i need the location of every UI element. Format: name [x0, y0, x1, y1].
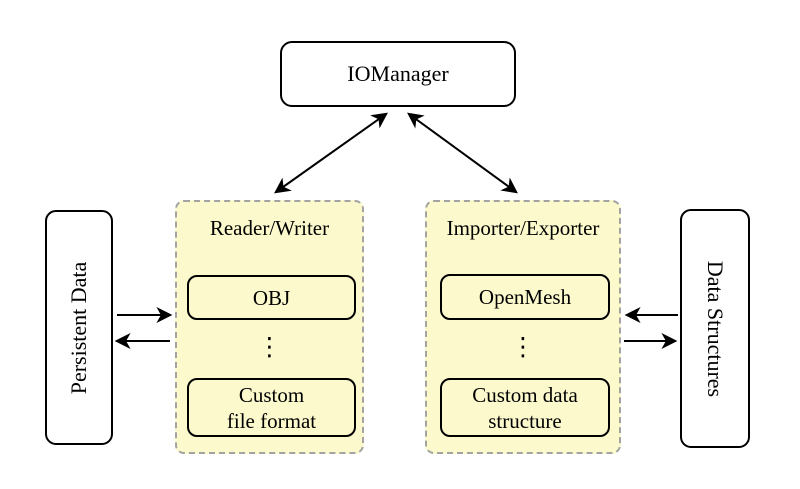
node-data-structures: Data Structures — [680, 209, 750, 448]
container-importer-exporter: Importer/Exporter OpenMesh ⋮ Custom data… — [425, 200, 621, 454]
vertical-ellipsis-icon: ⋮ — [257, 332, 282, 361]
node-persistent-data: Persistent Data — [45, 210, 113, 445]
node-persistent-data-label: Persistent Data — [66, 261, 91, 394]
node-obj: OBJ — [187, 275, 356, 320]
node-openmesh-label: OpenMesh — [478, 285, 572, 309]
node-iomanager-label: IOManager — [347, 61, 449, 86]
container-reader-writer: Reader/Writer OBJ ⋮ Custom file format — [175, 200, 364, 454]
node-custom-file-format: Custom file format — [187, 378, 356, 437]
node-custom-data-structure-label: Custom data structure — [472, 382, 578, 433]
node-data-structures-label: Data Structures — [703, 260, 728, 397]
arrow-iomanager-importer-exporter — [407, 112, 518, 194]
node-obj-label: OBJ — [252, 285, 291, 310]
node-iomanager: IOManager — [280, 41, 516, 107]
node-custom-file-format-label: Custom file format — [226, 382, 317, 433]
container-reader-writer-title: Reader/Writer — [209, 216, 330, 240]
arrow-iomanager-reader-writer — [274, 112, 388, 194]
node-openmesh: OpenMesh — [440, 274, 610, 320]
container-importer-exporter-title: Importer/Exporter — [446, 216, 600, 240]
vertical-ellipsis-icon: ⋮ — [510, 332, 536, 361]
node-custom-data-structure: Custom data structure — [440, 378, 610, 437]
